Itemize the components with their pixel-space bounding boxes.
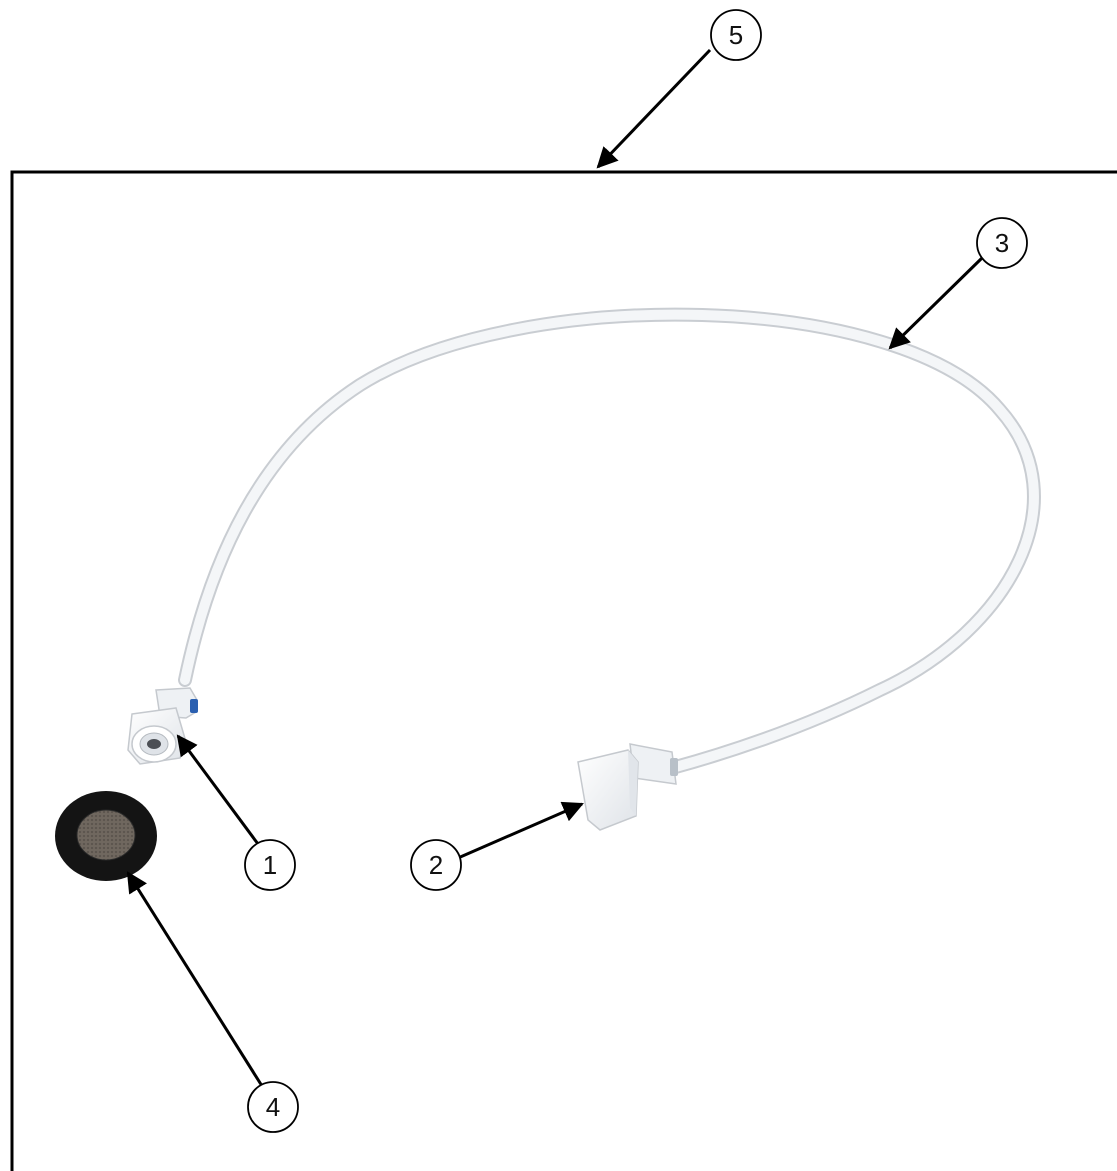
arrow-5 [598,50,710,167]
arrow-2 [458,804,582,858]
callout-5-label: 5 [729,20,743,50]
water-tube [185,315,1034,768]
arrow-3 [890,258,982,348]
callout-3-label: 3 [995,228,1009,258]
callout-arrows [128,50,982,1086]
callout-4-label: 4 [266,1092,280,1122]
callout-2-label: 2 [429,850,443,880]
callout-3: 3 [977,218,1027,268]
faucet-adapter-fitting [128,688,198,764]
callout-2: 2 [411,840,461,890]
screen-washer [55,791,157,881]
supply-fitting [578,744,678,830]
callout-4: 4 [248,1082,298,1132]
arrow-1 [178,736,258,844]
callout-1: 1 [245,840,295,890]
arrow-4 [128,873,262,1086]
callout-5: 5 [711,10,761,60]
callout-1-label: 1 [263,850,277,880]
